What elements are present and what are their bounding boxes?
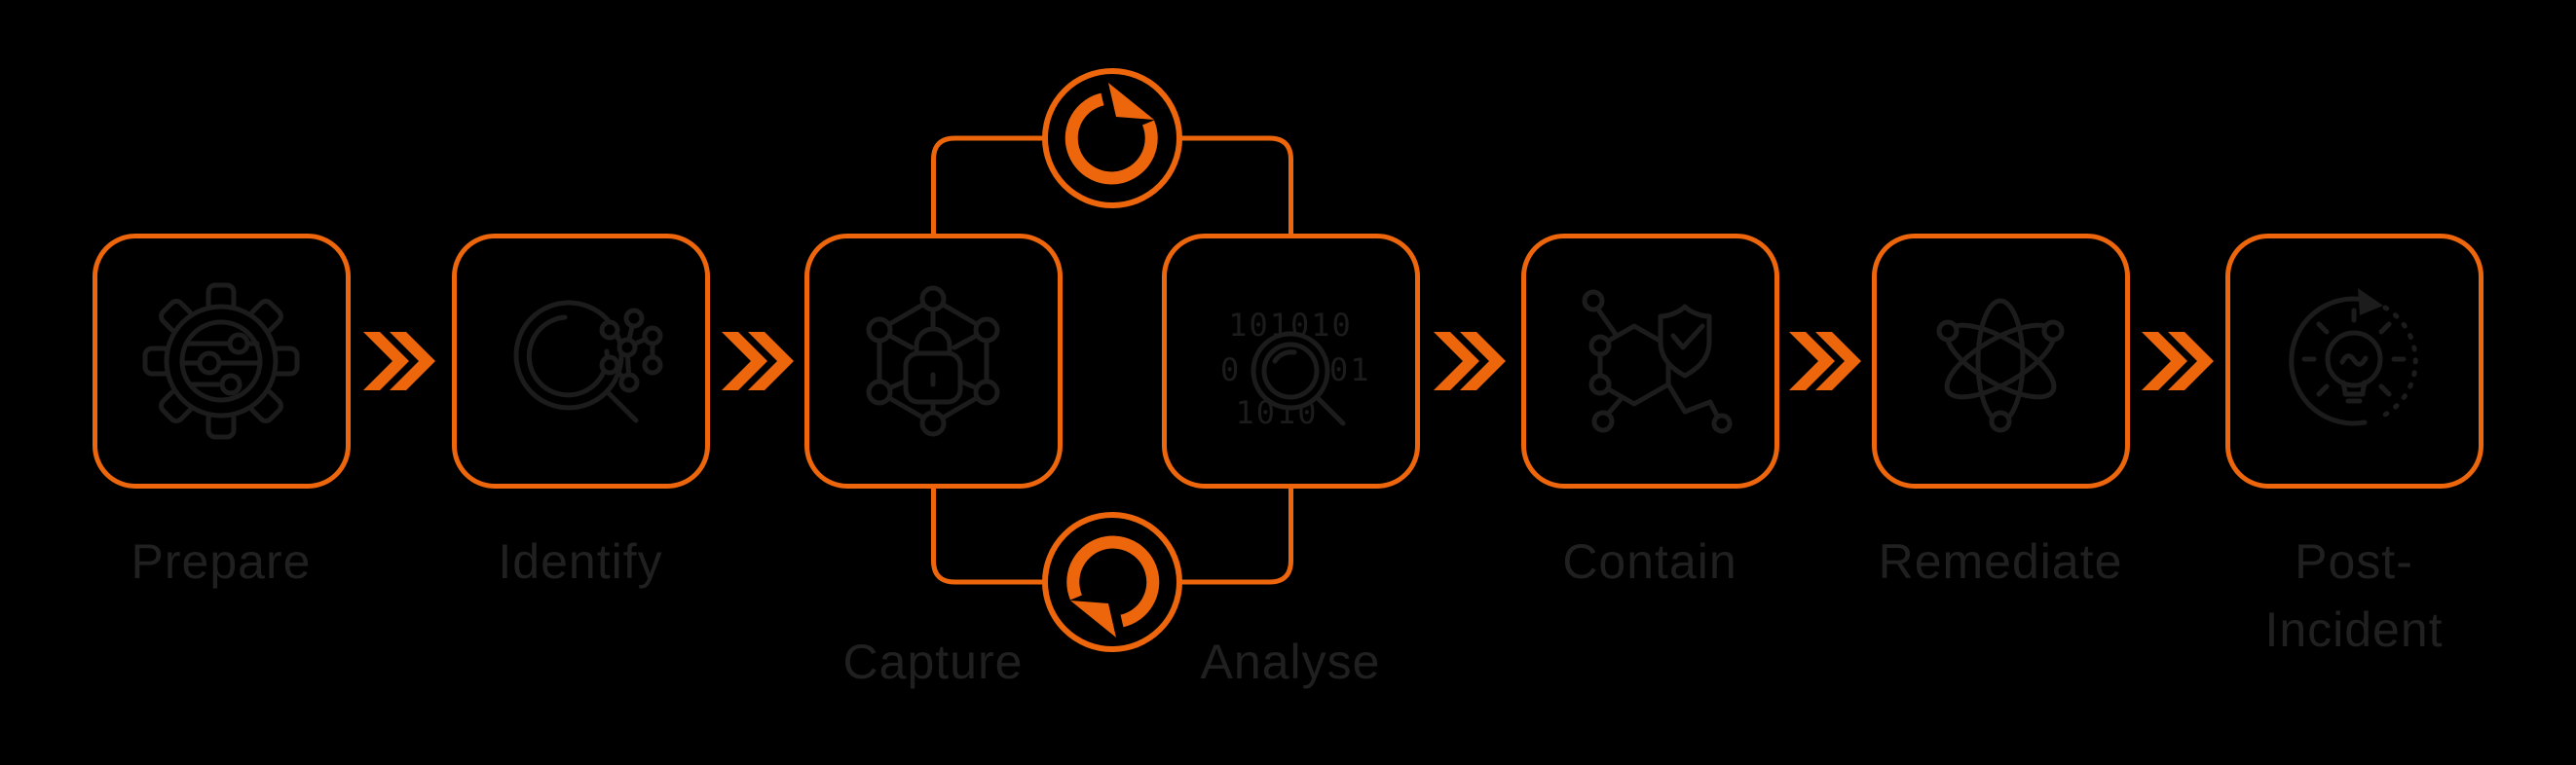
stage-label-remediate: Remediate [1878, 534, 2123, 589]
chevron-arrow-contain-remediate [1789, 332, 1861, 390]
refresh-clockwise-icon [1042, 68, 1182, 208]
stage-box-remediate [1872, 234, 2130, 489]
chevron-arrow-remediate-postincident [2142, 332, 2214, 390]
stage-label-analyse: Analyse [1200, 635, 1381, 689]
chevron-arrow-prepare-identify [363, 332, 435, 390]
molecule-shield-icon [1582, 289, 1733, 434]
atom-icon [1936, 298, 2065, 433]
stage-label-identify: Identify [498, 534, 663, 589]
stage-label-contain: Contain [1562, 534, 1737, 589]
loop-bottom-connector-line [931, 487, 1293, 585]
chevron-arrow-identify-capture [722, 332, 794, 390]
chevron-arrow-analyse-contain [1434, 332, 1506, 390]
stage-box-contain [1521, 234, 1779, 489]
stage-label-post: Post- [2295, 534, 2413, 589]
stage-box-prepare [93, 234, 351, 489]
stage-label-incident: Incident [2264, 602, 2444, 657]
loop-top-connector-line [931, 135, 1293, 236]
binary-row-2-right: 01 [1329, 351, 1371, 388]
gear-network-icon [142, 282, 300, 440]
stage-box-identify [452, 234, 710, 489]
lightbulb-cycle-icon [2289, 288, 2418, 426]
stage-label-capture: Capture [842, 635, 1024, 689]
network-lock-icon [866, 285, 1000, 437]
binary-magnifier-icon: 101010 0 01 1010 [1220, 307, 1371, 431]
stage-label-prepare: Prepare [131, 534, 312, 589]
magnifier-nodes-icon [513, 300, 663, 423]
binary-row-2-left: 0 [1220, 351, 1241, 388]
